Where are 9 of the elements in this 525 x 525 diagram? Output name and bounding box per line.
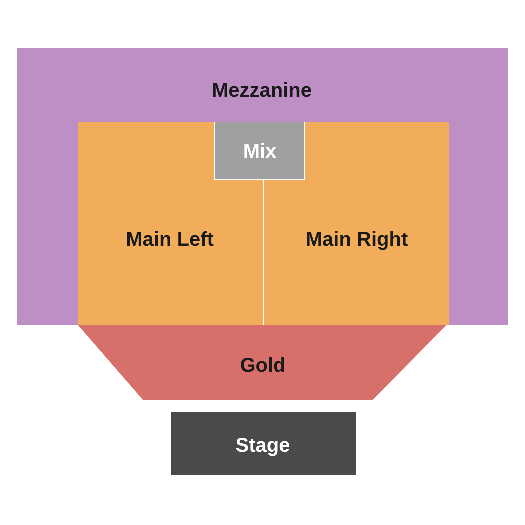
section-label: Mezzanine	[210, 79, 314, 104]
section-label: Gold	[239, 354, 287, 379]
section-label: Main Right	[304, 228, 410, 253]
section-label: Main Left	[125, 228, 215, 253]
section-label: Mix	[242, 140, 278, 165]
mix-area	[214, 122, 305, 180]
seating-section	[17, 48, 508, 325]
section-label: Stage	[234, 434, 292, 459]
stage	[171, 412, 356, 475]
